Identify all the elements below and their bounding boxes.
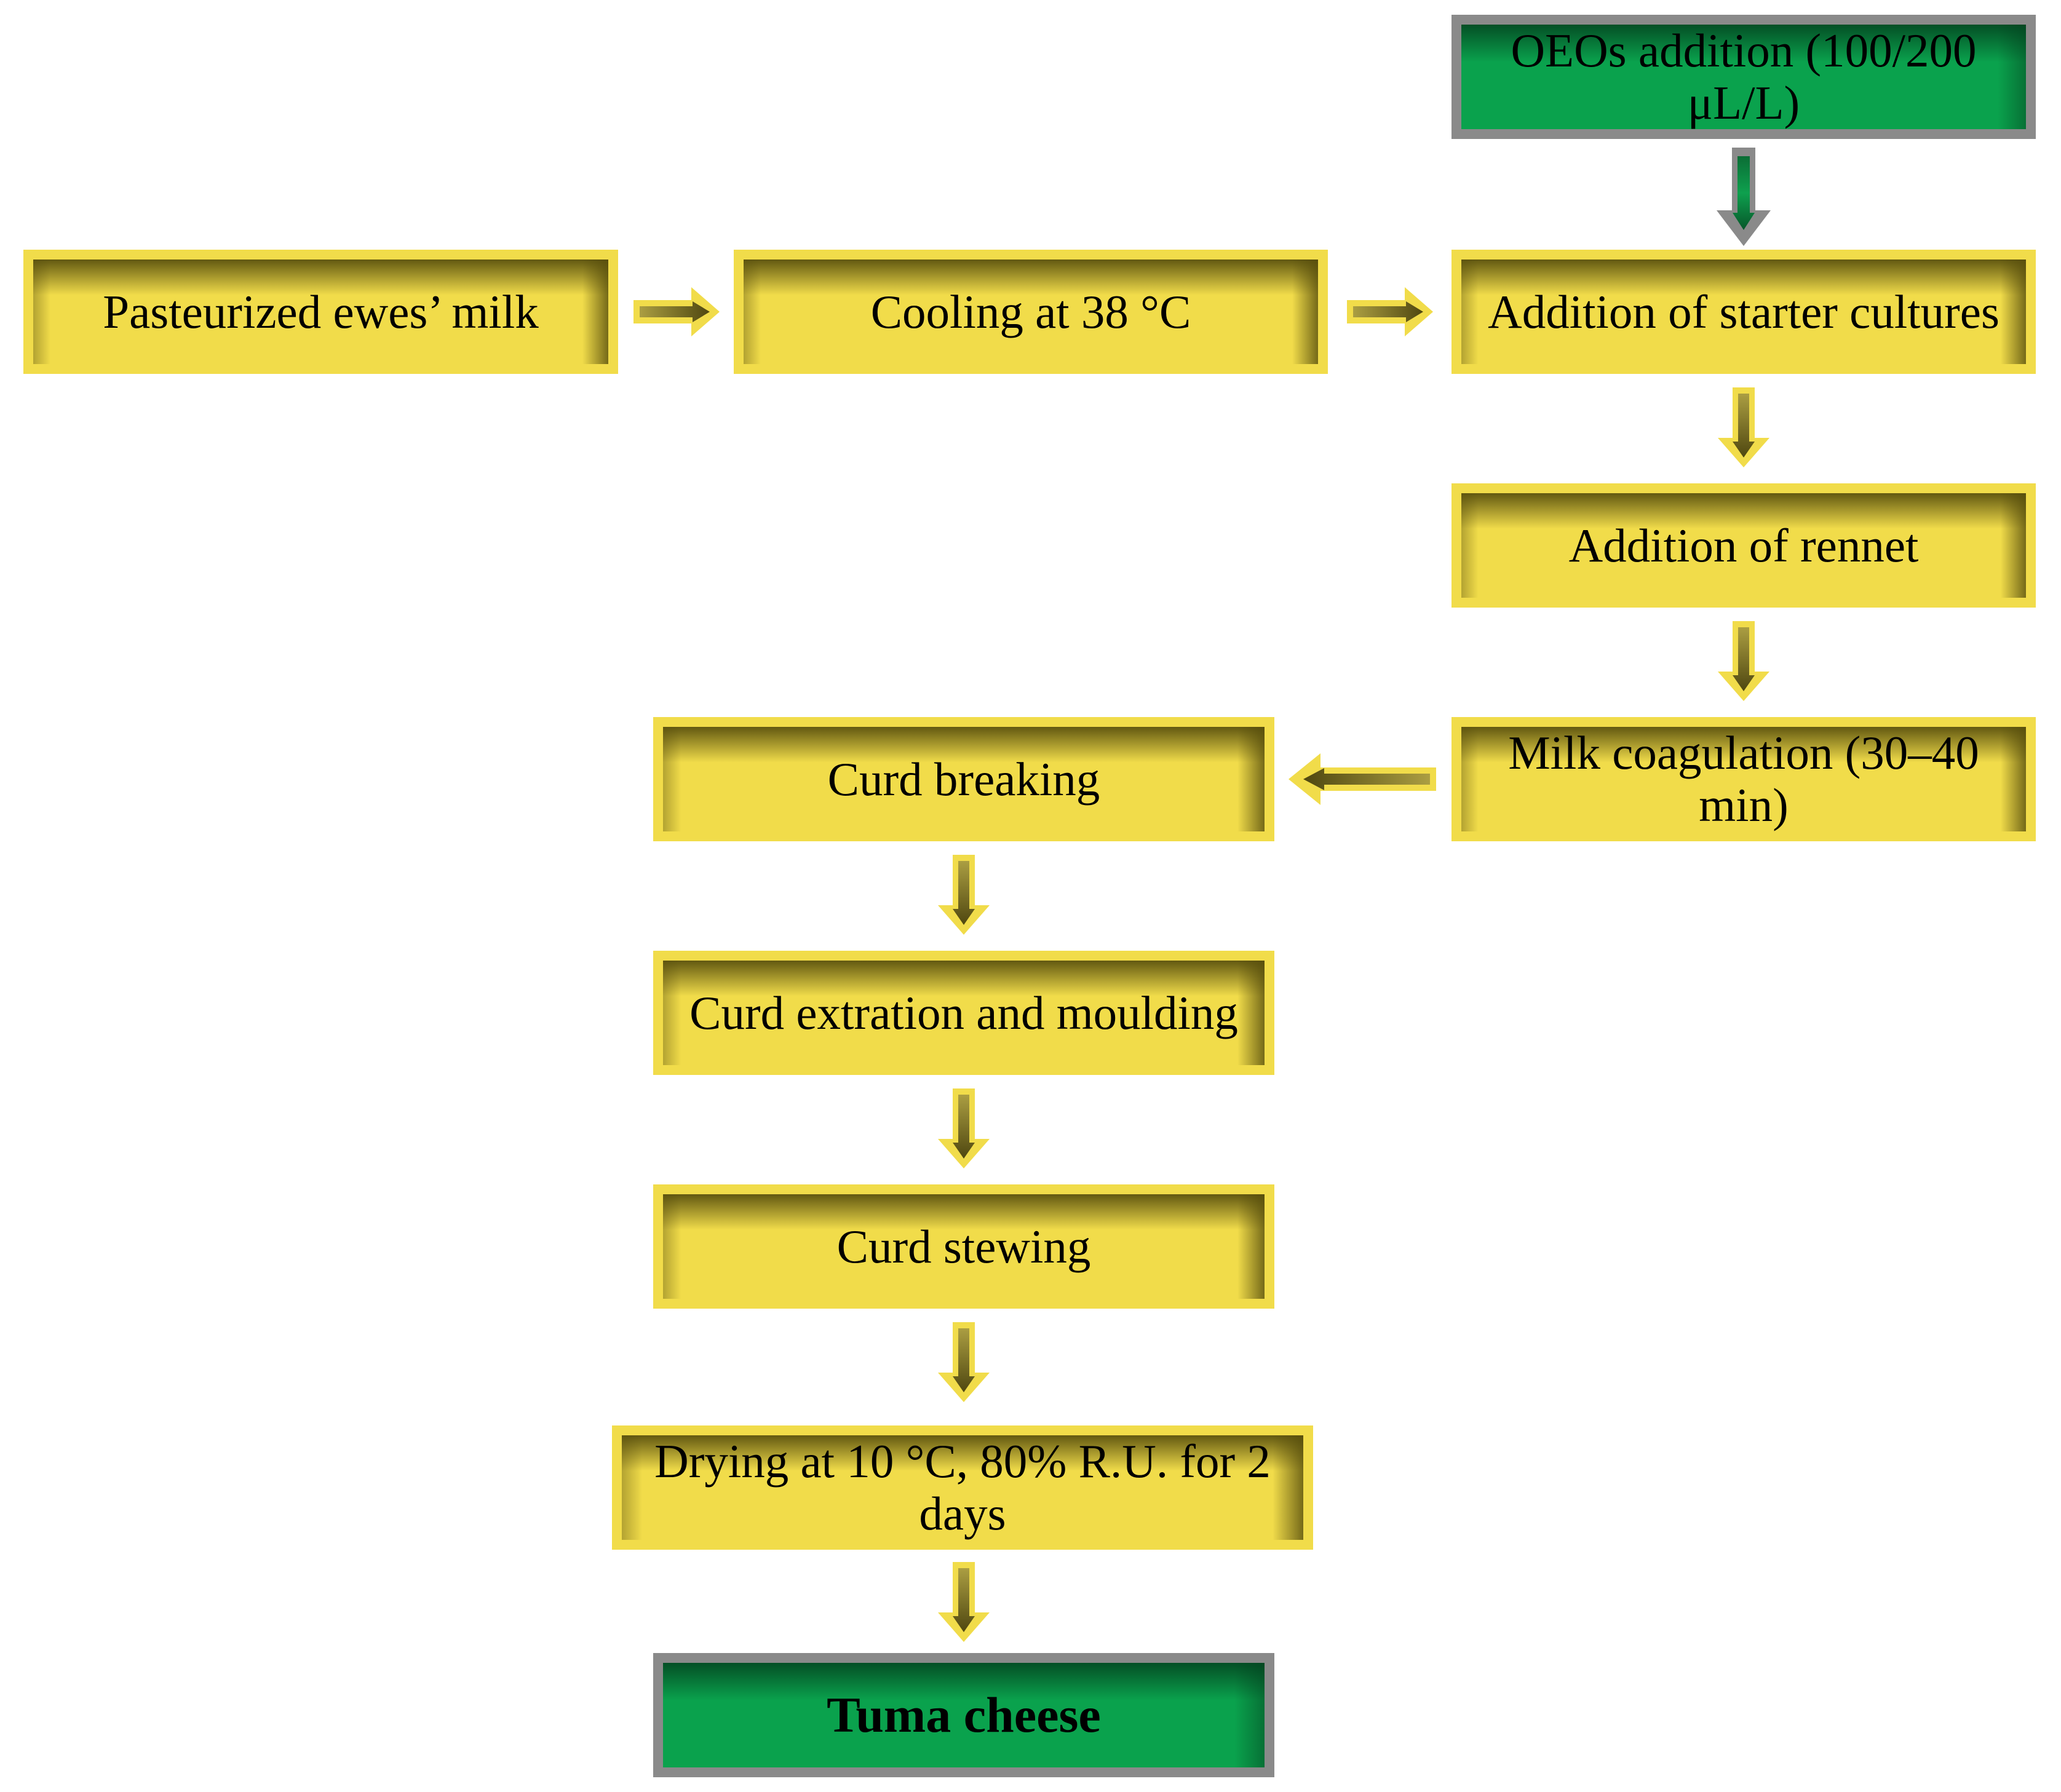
node-drying: Drying at 10 °C, 80% R.U. for 2 days bbox=[612, 1425, 1313, 1550]
node-label: Addition of starter cultures bbox=[1488, 285, 1999, 338]
down-arrow-icon bbox=[1718, 621, 1769, 701]
left-arrow-icon bbox=[1289, 753, 1436, 805]
node-label: Milk coagulation (30–40 min) bbox=[1508, 726, 1979, 831]
node-milk-coagulation: Milk coagulation (30–40 min) bbox=[1451, 717, 2036, 841]
node-label: Drying at 10 °C, 80% R.U. for 2 days bbox=[654, 1435, 1271, 1540]
node-cooling: Cooling at 38 °C bbox=[734, 250, 1328, 374]
down-arrow-gray-icon bbox=[1717, 148, 1771, 246]
node-label: Tuma cheese bbox=[827, 1686, 1101, 1743]
down-arrow-icon bbox=[938, 1322, 990, 1402]
node-label: OEOs addition (100/200 μL/L) bbox=[1511, 24, 1977, 129]
down-arrow-icon bbox=[1718, 387, 1769, 467]
node-pasteurized-milk: Pasteurized ewes’ milk bbox=[23, 250, 618, 374]
node-rennet: Addition of rennet bbox=[1451, 483, 2036, 608]
node-starter-cultures: Addition of starter cultures bbox=[1451, 250, 2036, 374]
node-curd-breaking: Curd breaking bbox=[653, 717, 1274, 841]
node-label: Curd breaking bbox=[827, 752, 1100, 806]
down-arrow-icon bbox=[938, 855, 990, 935]
node-label: Curd extration and moulding bbox=[689, 986, 1238, 1039]
node-oeos-addition: OEOs addition (100/200 μL/L) bbox=[1451, 15, 2036, 139]
right-arrow-icon bbox=[633, 287, 720, 336]
node-tuma-cheese: Tuma cheese bbox=[653, 1653, 1274, 1777]
down-arrow-icon bbox=[938, 1562, 990, 1642]
node-label: Pasteurized ewes’ milk bbox=[103, 285, 539, 338]
node-curd-stewing: Curd stewing bbox=[653, 1184, 1274, 1309]
right-arrow-icon bbox=[1347, 287, 1433, 336]
node-label: Addition of rennet bbox=[1568, 518, 1919, 572]
node-label: Curd stewing bbox=[836, 1219, 1091, 1273]
node-label: Cooling at 38 °C bbox=[870, 285, 1191, 338]
down-arrow-icon bbox=[938, 1088, 990, 1168]
node-curd-extraction-moulding: Curd extration and moulding bbox=[653, 951, 1274, 1075]
